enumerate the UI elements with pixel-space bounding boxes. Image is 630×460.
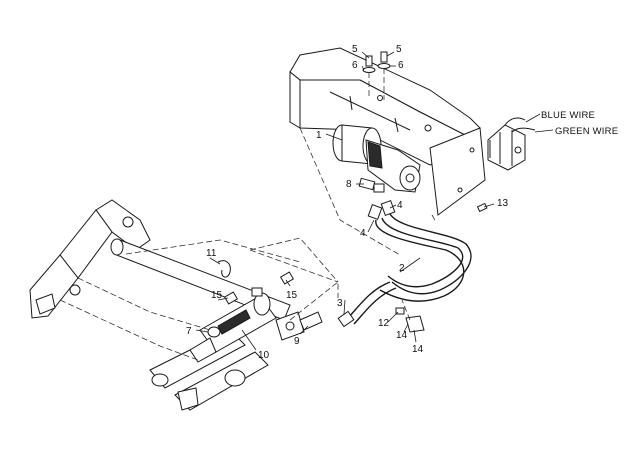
tie-strap-11: [217, 260, 231, 278]
hose-3: [337, 281, 397, 328]
hardware-12: [395, 307, 405, 315]
lift-frame: [29, 199, 305, 411]
elbow-fitting-lower: [367, 204, 383, 220]
elbow-fitting-upper: [380, 200, 396, 216]
assembly-lines: [59, 127, 437, 361]
callout-1: 1: [316, 130, 322, 141]
callout-4-upper: 4: [397, 200, 403, 211]
callout-7: 7: [186, 326, 192, 337]
bolt-washer-left: [362, 55, 376, 98]
solenoid-switch: [487, 117, 536, 171]
mounting-bracket: [289, 47, 486, 216]
green-wire-label: GREEN WIRE: [555, 126, 618, 137]
actuator-motor: [332, 124, 421, 193]
callout-10: 10: [258, 350, 270, 361]
callout-15-right: 15: [286, 290, 298, 301]
screw-13: [476, 202, 488, 213]
callout-3: 3: [337, 298, 343, 309]
callout-5-right: 5: [396, 44, 402, 55]
leader-lines: [195, 51, 554, 351]
fitting-8: [358, 177, 385, 193]
hose-assembly-2: [375, 213, 472, 302]
callout-13: 13: [497, 198, 509, 209]
callout-14-lower: 14: [412, 344, 424, 355]
callout-8: 8: [346, 179, 352, 190]
callout-6-left: 6: [352, 60, 358, 71]
callout-2: 2: [399, 263, 405, 274]
fitting-15-left: [223, 291, 239, 305]
callout-9: 9: [294, 336, 300, 347]
callout-4-lower: 4: [360, 228, 366, 239]
callout-12: 12: [378, 318, 390, 329]
hardware-14: [405, 315, 425, 333]
fitting-15-right: [279, 271, 295, 285]
blue-wire-label: BLUE WIRE: [541, 110, 595, 121]
callout-5-left: 5: [352, 44, 358, 55]
callout-6-right: 6: [398, 60, 404, 71]
hydraulic-cylinder: [189, 287, 323, 363]
callout-15-left: 15: [211, 290, 223, 301]
callout-11: 11: [206, 248, 217, 259]
callout-14-upper: 14: [396, 330, 408, 341]
